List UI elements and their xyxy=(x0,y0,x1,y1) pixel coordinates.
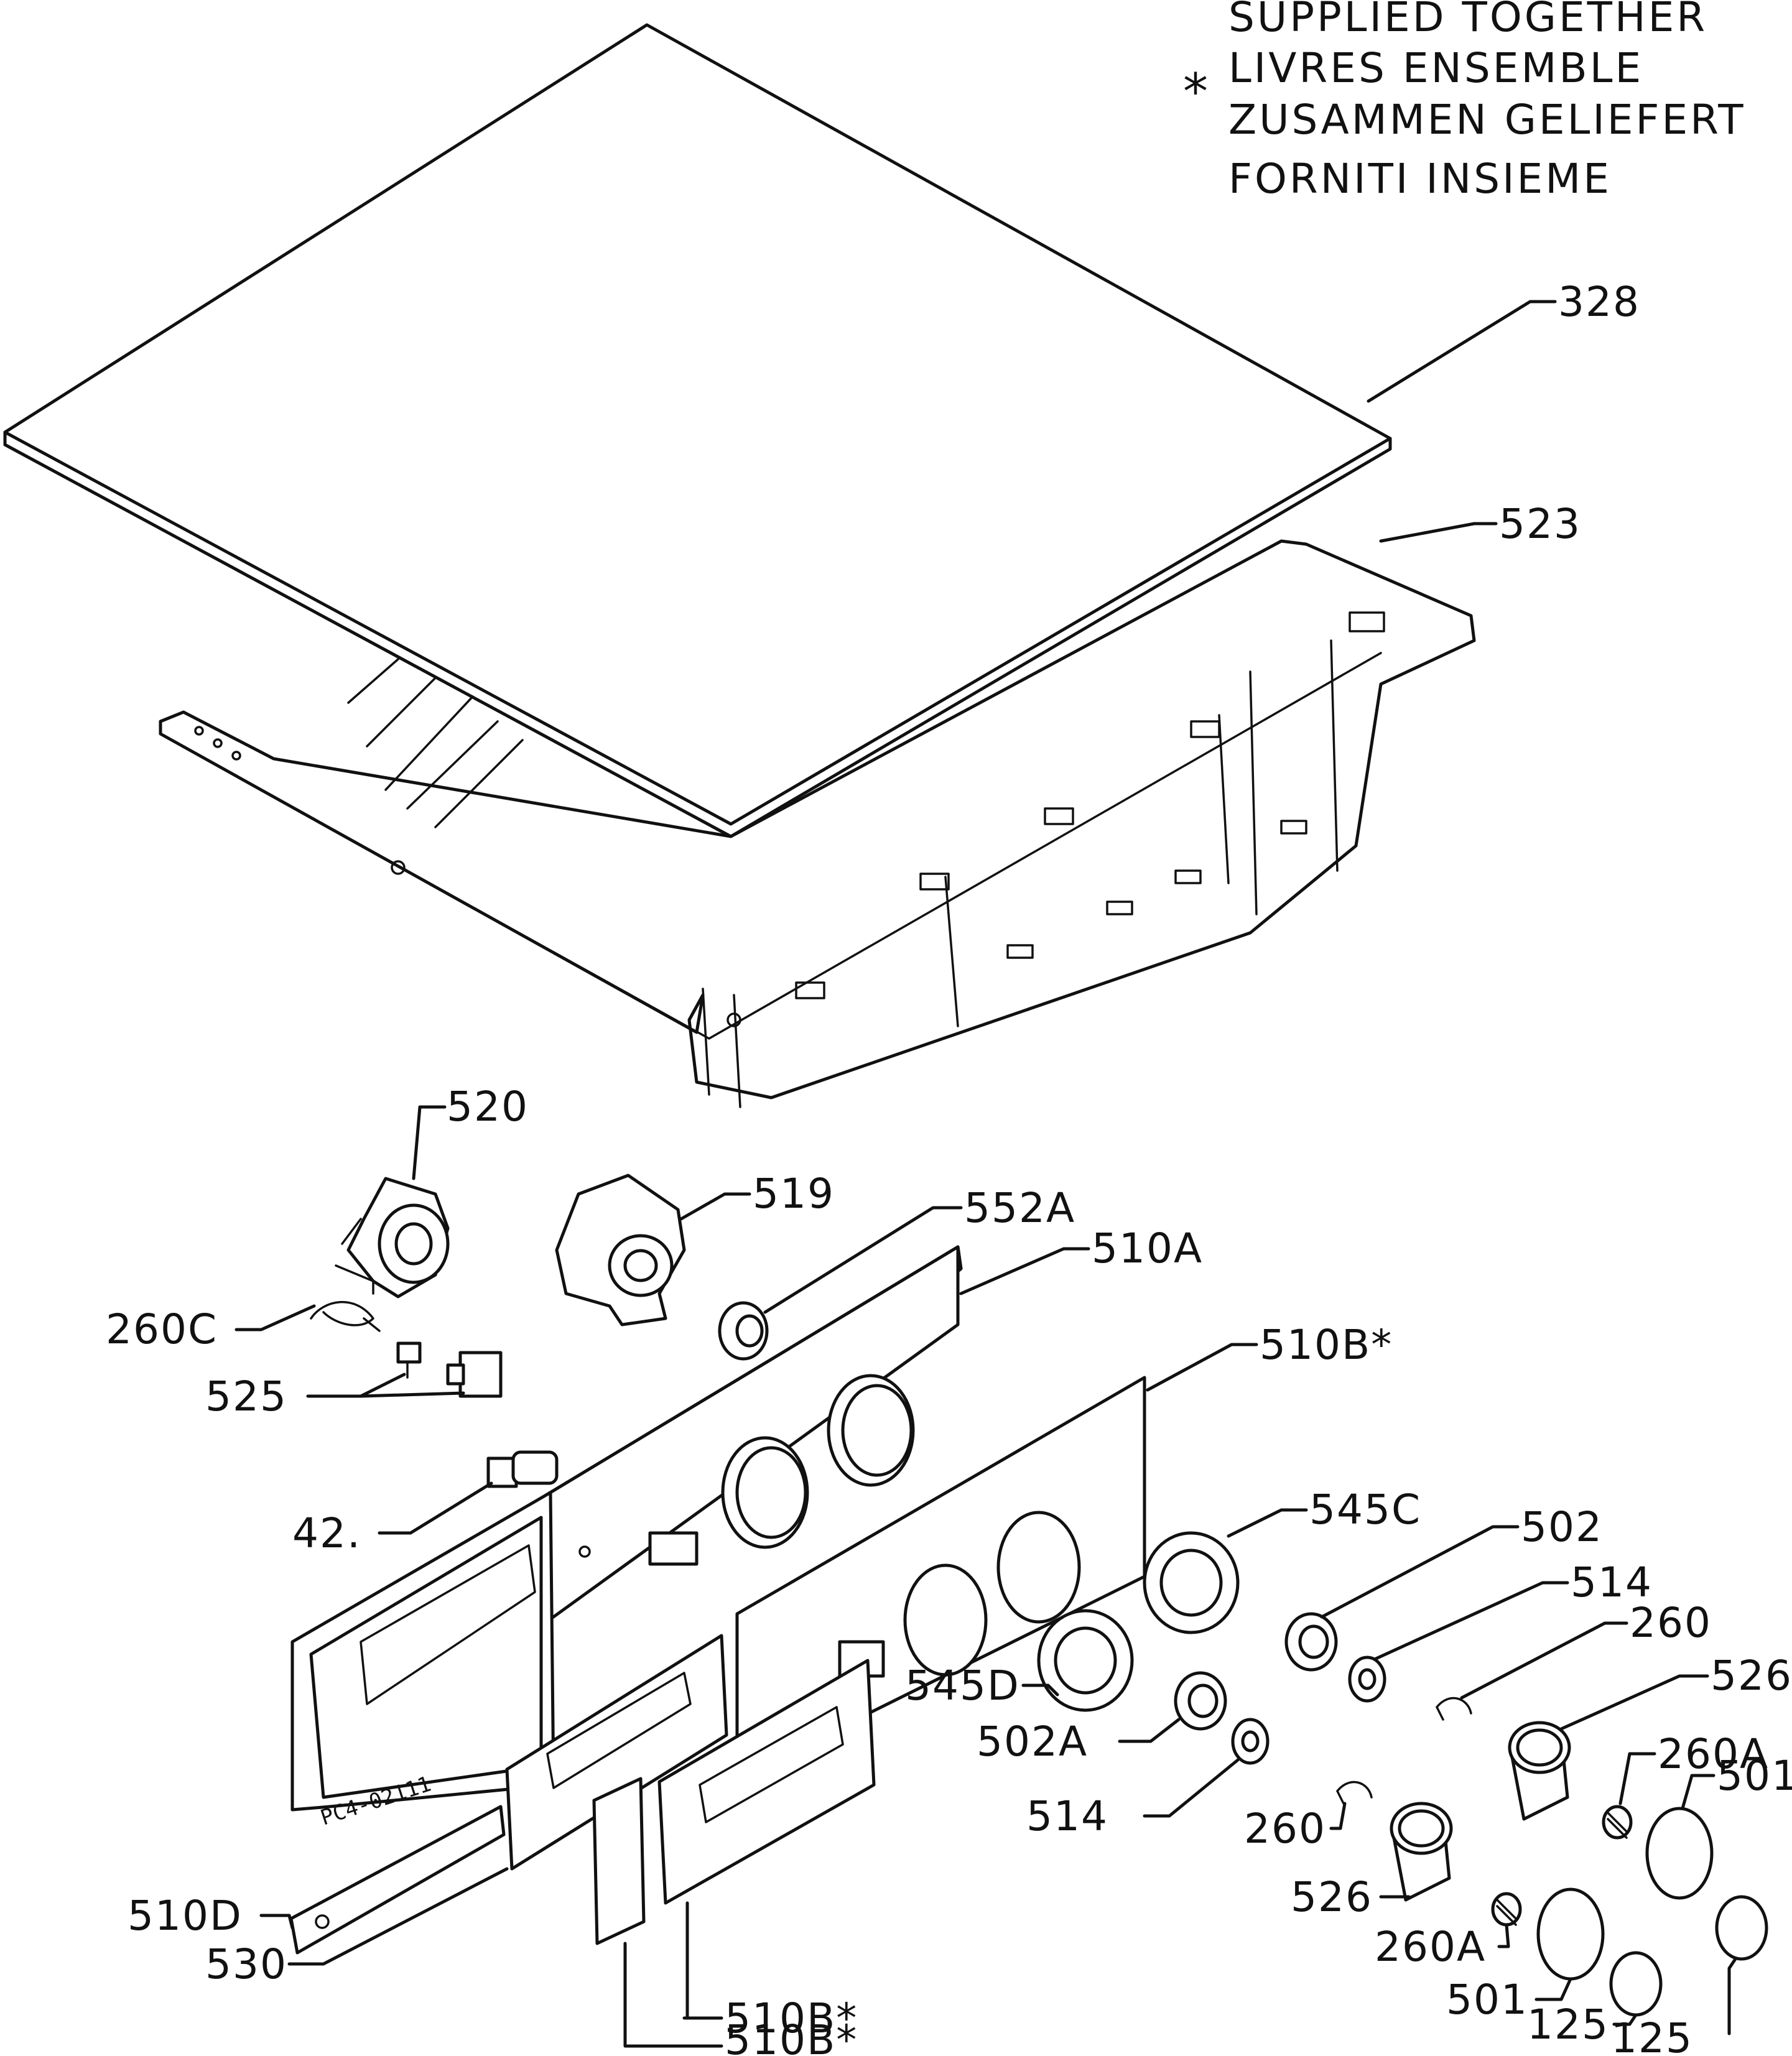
note-line-it: FORNITI INSIEME xyxy=(1228,155,1612,203)
label-520: 520 xyxy=(447,1083,529,1131)
part-545D-ring xyxy=(1037,1609,1134,1712)
part-260A-spring-right xyxy=(1602,1805,1633,1840)
part-525-switch xyxy=(396,1341,503,1398)
label-125-right: 125 xyxy=(1611,2014,1693,2056)
note-line-fr: LIVRES ENSEMBLE xyxy=(1228,44,1643,92)
label-525: 525 xyxy=(205,1373,287,1420)
note-line-en: SUPPLIED TOGETHER xyxy=(1228,0,1707,41)
part-125-ring-left xyxy=(1609,1951,1663,2017)
part-510A-fascia: PC4-02111 xyxy=(290,1245,963,1831)
label-260A-right: 260A xyxy=(1658,1730,1769,1778)
part-260-spring-right xyxy=(1436,1697,1472,1721)
part-545C-ring xyxy=(1143,1531,1240,1634)
label-510A: 510A xyxy=(1092,1225,1203,1272)
label-545C: 545C xyxy=(1309,1486,1421,1534)
part-526-knob-left xyxy=(1390,1802,1453,1902)
part-519-bracket xyxy=(555,1174,686,1327)
label-260A-left: 260A xyxy=(1375,1923,1486,1971)
part-labels: 328 523 520 519 552A 510A 510B* 260C 525… xyxy=(106,278,1792,2056)
part-552A-knob-bush xyxy=(718,1301,769,1361)
part-514-clip-left xyxy=(1231,1718,1270,1765)
label-514-left: 514 xyxy=(1026,1792,1108,1840)
label-526-right: 526 xyxy=(1711,1652,1792,1700)
asterisk-symbol: * xyxy=(1183,63,1208,121)
label-530: 530 xyxy=(205,1940,287,1988)
label-519: 519 xyxy=(753,1170,835,1218)
supplied-together-note: * SUPPLIED TOGETHER LIVRES ENSEMBLE ZUSA… xyxy=(1183,0,1746,203)
part-510B-bot-strip xyxy=(592,1777,646,1945)
part-526-knob-right xyxy=(1508,1721,1571,1821)
label-502: 502 xyxy=(1521,1503,1603,1551)
label-501-right: 501 xyxy=(1717,1752,1792,1800)
label-545D: 545D xyxy=(905,1662,1020,1710)
part-501-ring-left xyxy=(1536,1887,1605,1981)
part-510B-mid-panel xyxy=(657,1659,876,1905)
part-502A-knob-insert xyxy=(1174,1671,1227,1731)
label-526-left: 526 xyxy=(1291,1873,1373,1921)
label-328: 328 xyxy=(1558,278,1640,326)
label-260-right: 260 xyxy=(1630,1599,1712,1647)
leader-lines xyxy=(234,300,1737,2048)
part-510D-strip xyxy=(289,1805,506,1955)
label-552A: 552A xyxy=(964,1184,1075,1232)
label-510B-mid: 510B* xyxy=(725,1994,858,2042)
label-260-left: 260 xyxy=(1244,1805,1326,1853)
label-514-right: 514 xyxy=(1571,1558,1653,1606)
part-530-panel xyxy=(505,1634,728,1871)
label-125-left: 125 xyxy=(1527,2001,1609,2049)
part-125-ring-right xyxy=(1715,1895,1768,1961)
part-260A-spring-left xyxy=(1491,1892,1522,1927)
part-328-top-cover xyxy=(3,23,1392,838)
part-260C-spring xyxy=(310,1301,381,1332)
note-line-de: ZUSAMMEN GELIEFERT xyxy=(1228,96,1746,144)
part-523-control-frame xyxy=(159,539,1476,1108)
label-510B-bot: 510B* xyxy=(725,2016,858,2056)
label-260C: 260C xyxy=(106,1305,218,1353)
part-520-bracket xyxy=(335,1177,450,1299)
label-502A: 502A xyxy=(977,1718,1088,1766)
label-510D: 510D xyxy=(128,1892,243,1940)
label-42: 42. xyxy=(292,1509,361,1557)
part-42-lamp xyxy=(486,1450,559,1488)
label-501-left: 501 xyxy=(1446,1976,1528,2024)
part-502-knob-insert xyxy=(1284,1612,1338,1672)
part-514-clip-right xyxy=(1348,1655,1386,1703)
label-510B-top: 510B* xyxy=(1260,1321,1393,1369)
part-501-ring-right xyxy=(1645,1807,1714,1900)
label-523: 523 xyxy=(1499,500,1581,548)
part-260-spring-left xyxy=(1336,1780,1373,1805)
